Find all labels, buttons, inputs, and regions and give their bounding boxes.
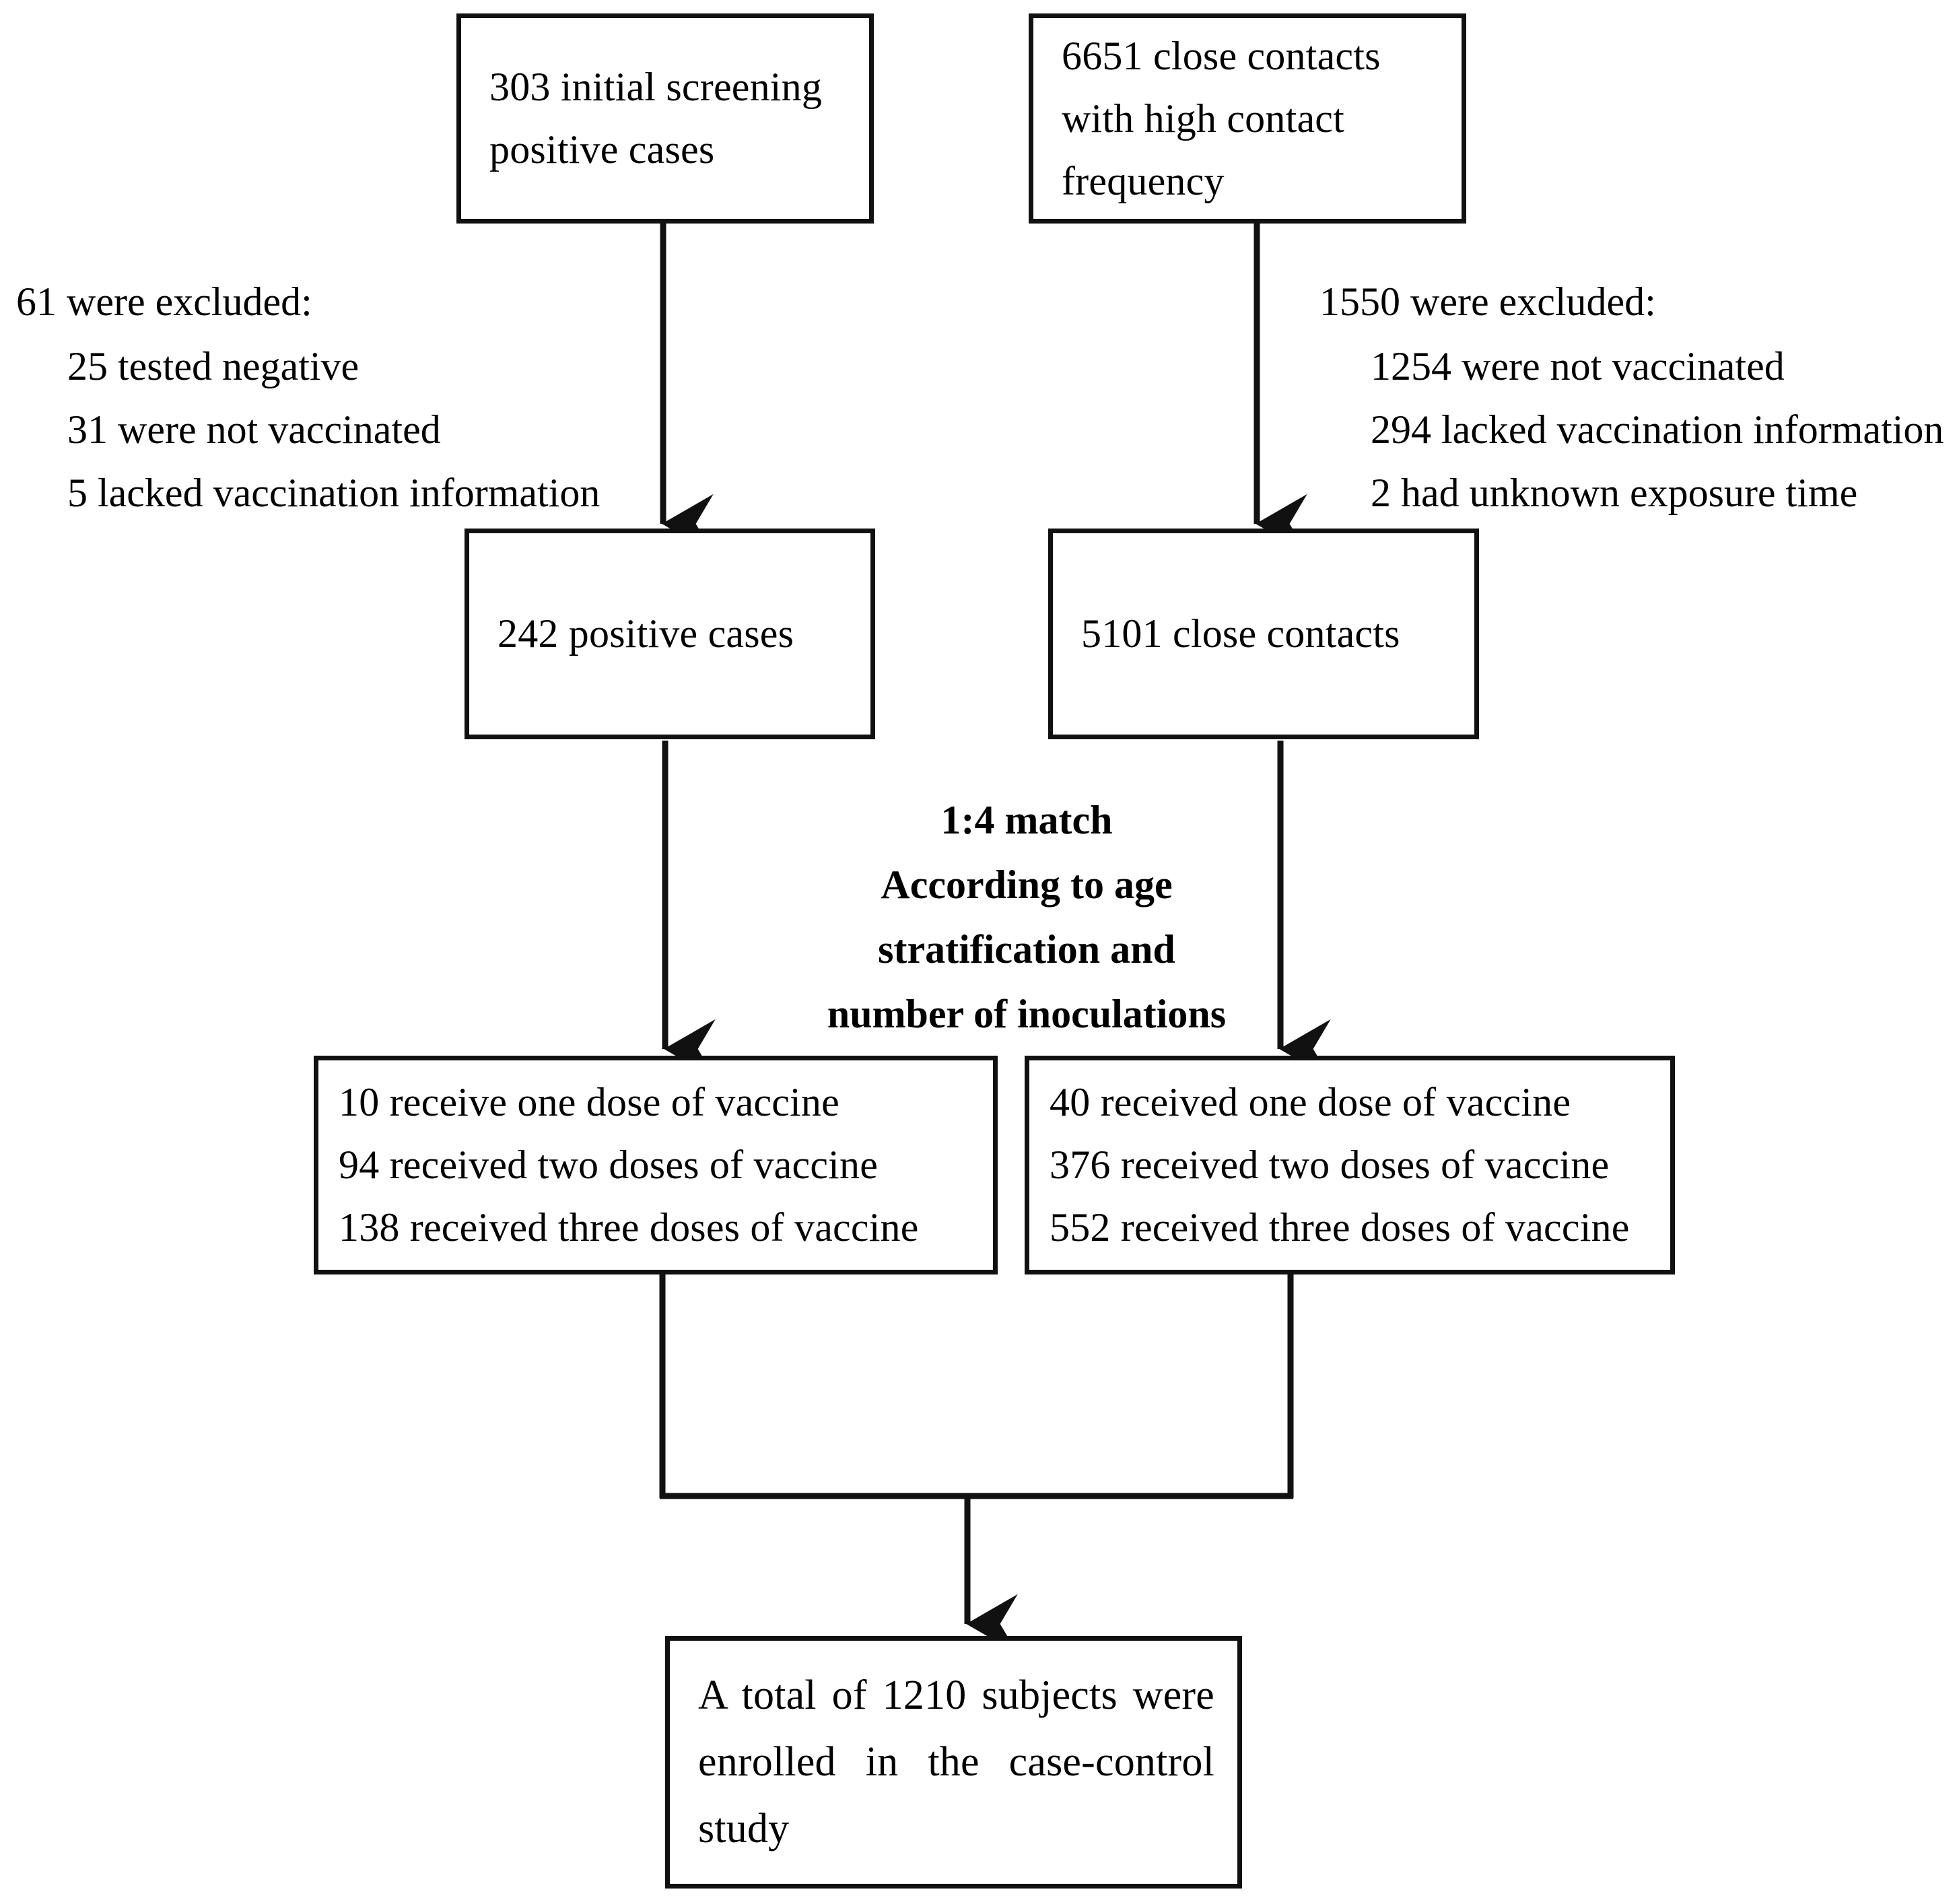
match-note-line-1: 1:4 match (940, 798, 1113, 842)
exclusions-right-item-1: 1254 were not vaccinated (1371, 344, 1785, 388)
match-note-line-4: number of inoculations (827, 992, 1227, 1036)
node-case-doses-line-2: 94 received two doses of vaccine (339, 1143, 879, 1187)
node-screening-cases: 303 initial screening positive cases (456, 13, 874, 224)
node-case-doses-line-3: 138 received three doses of vaccine (339, 1205, 919, 1250)
node-screening-cases-line-1: 303 initial screening (489, 65, 823, 109)
node-close-contacts-line-3: frequency (1062, 158, 1225, 203)
exclusions-right-item-3: 2 had unknown exposure time (1371, 471, 1858, 515)
node-close-contacts-line-1: 6651 close contacts (1062, 33, 1381, 78)
exclusions-left: 61 were excluded: 25 tested negative 31 … (16, 281, 649, 536)
node-close-contacts: 6651 close contacts with high contact fr… (1029, 13, 1466, 224)
exclusions-left-item-2: 31 were not vaccinated (67, 407, 441, 452)
exclusions-right-item-2: 294 lacked vaccination information (1371, 407, 1944, 452)
node-enrolled-total-text: A total of 1210 subjects were enrolled i… (698, 1672, 1214, 1852)
node-control-doses-line-3: 552 received three doses of vaccine (1050, 1205, 1630, 1250)
node-close-contacts-line-2: with high contact (1062, 96, 1344, 141)
node-close-contacts-included: 5101 close contacts (1048, 529, 1479, 739)
match-note-line-2: According to age (881, 862, 1173, 907)
match-note: 1:4 match According to age stratificatio… (791, 800, 1262, 1058)
node-control-doses-line-2: 376 received two doses of vaccine (1050, 1143, 1610, 1187)
exclusions-left-header: 61 were excluded: (16, 279, 312, 324)
exclusions-right-header: 1550 were excluded: (1319, 279, 1656, 324)
node-enrolled-total: A total of 1210 subjects were enrolled i… (665, 1636, 1242, 1889)
node-positive-cases: 242 positive cases (465, 529, 875, 739)
node-screening-cases-line-2: positive cases (489, 127, 715, 172)
exclusions-left-item-3: 5 lacked vaccination information (67, 471, 600, 515)
exclusions-left-item-1: 25 tested negative (67, 344, 359, 388)
node-positive-cases-line-1: 242 positive cases (497, 611, 794, 656)
node-case-doses: 10 receive one dose of vaccine 94 receiv… (314, 1056, 998, 1274)
node-control-doses-line-1: 40 received one dose of vaccine (1050, 1080, 1571, 1124)
node-close-contacts-included-line-1: 5101 close contacts (1081, 611, 1400, 656)
match-note-line-3: stratification and (878, 927, 1175, 972)
node-control-doses: 40 received one dose of vaccine 376 rece… (1025, 1056, 1675, 1274)
node-case-doses-line-1: 10 receive one dose of vaccine (339, 1080, 839, 1124)
exclusions-right: 1550 were excluded: 1254 were not vaccin… (1319, 281, 1952, 536)
